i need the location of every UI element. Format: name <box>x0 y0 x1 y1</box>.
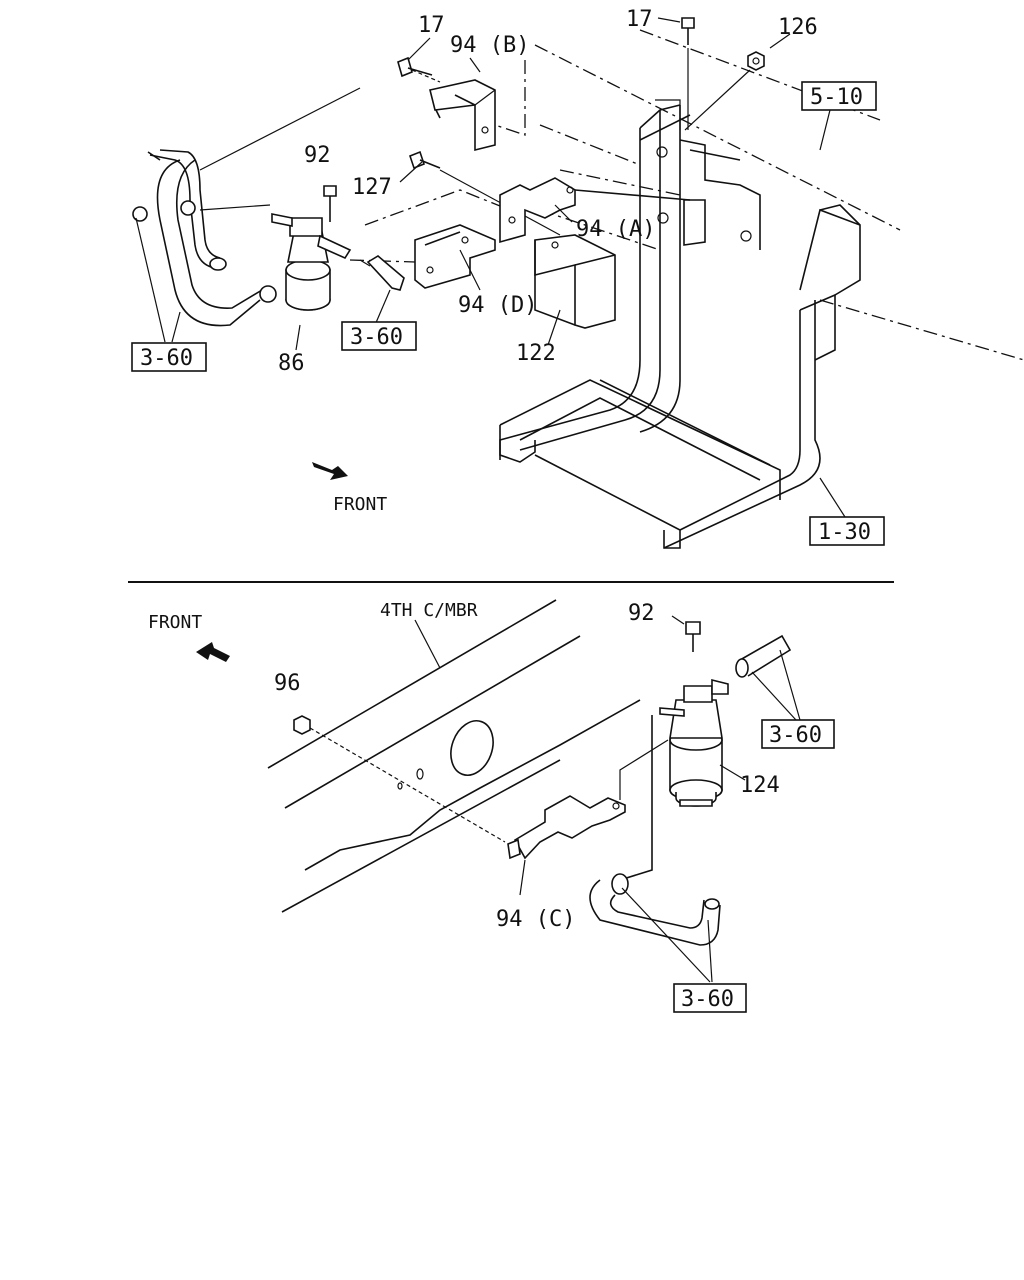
top-section: 17 94 (B) 17 126 92 127 94 (A) 94 (D) 86… <box>131 7 1024 549</box>
bolt-127 <box>409 150 441 170</box>
callout-17b: 17 <box>626 7 653 32</box>
bracket-94c <box>507 795 626 860</box>
ref-box-3-60-mid[interactable]: 3-60 <box>341 321 417 351</box>
callout-94a: 94 (A) <box>576 217 655 242</box>
filter-124 <box>659 678 729 807</box>
ref-3-60-mid-label: 3-60 <box>350 325 403 350</box>
bracket-94d <box>414 224 496 289</box>
cover-122 <box>534 234 616 329</box>
hose-assembly-left <box>132 87 361 327</box>
callout-17a: 17 <box>418 13 445 38</box>
front-label-top: FRONT <box>333 494 387 515</box>
bolt-17a <box>397 56 441 119</box>
ref-1-30-label: 1-30 <box>818 520 871 545</box>
bolt-17b <box>681 17 695 130</box>
callout-86: 86 <box>278 351 305 376</box>
callout-92-bottom: 92 <box>628 601 655 626</box>
ref-box-3-60-bottom-right[interactable]: 3-60 <box>761 719 835 749</box>
cross-member <box>267 599 641 913</box>
bolt-92-bottom <box>685 621 701 652</box>
bracket-94a <box>499 177 691 244</box>
ref-box-5-10[interactable]: 5-10 <box>801 81 877 111</box>
callout-94b: 94 (B) <box>450 33 529 58</box>
hose-lower <box>589 715 721 946</box>
filter-86 <box>271 213 352 311</box>
bottom-section: FRONT 4TH C/MBR 92 96 124 94 (C) 3-60 3-… <box>148 599 835 1013</box>
callout-122: 122 <box>516 341 556 366</box>
callout-92: 92 <box>304 143 331 168</box>
hose-upper-right <box>735 634 792 678</box>
ref-box-3-60-bottom-low[interactable]: 3-60 <box>673 983 747 1013</box>
ref-3-60-bottom-right-label: 3-60 <box>769 723 822 748</box>
callout-126: 126 <box>778 15 818 40</box>
callout-127: 127 <box>352 175 392 200</box>
bracket-94b <box>429 79 496 152</box>
member-label: 4TH C/MBR <box>380 600 478 621</box>
callout-124: 124 <box>740 773 780 798</box>
ref-5-10-label: 5-10 <box>810 85 863 110</box>
ref-box-3-60-left[interactable]: 3-60 <box>131 342 207 372</box>
nut-96 <box>293 715 311 735</box>
callout-96: 96 <box>274 671 301 696</box>
ref-3-60-bottom-low-label: 3-60 <box>681 987 734 1012</box>
front-arrow-icon <box>312 462 348 480</box>
front-label-bottom: FRONT <box>148 612 202 633</box>
callout-94d: 94 (D) <box>458 293 537 318</box>
frame-member <box>499 99 861 549</box>
ref-3-60-left-label: 3-60 <box>140 346 193 371</box>
callout-94c: 94 (C) <box>496 907 575 932</box>
bolt-92-top <box>323 185 337 222</box>
ref-box-1-30[interactable]: 1-30 <box>809 516 885 546</box>
nut-126 <box>747 51 765 71</box>
front-arrow-icon <box>196 642 230 662</box>
hose-middle <box>359 255 405 291</box>
